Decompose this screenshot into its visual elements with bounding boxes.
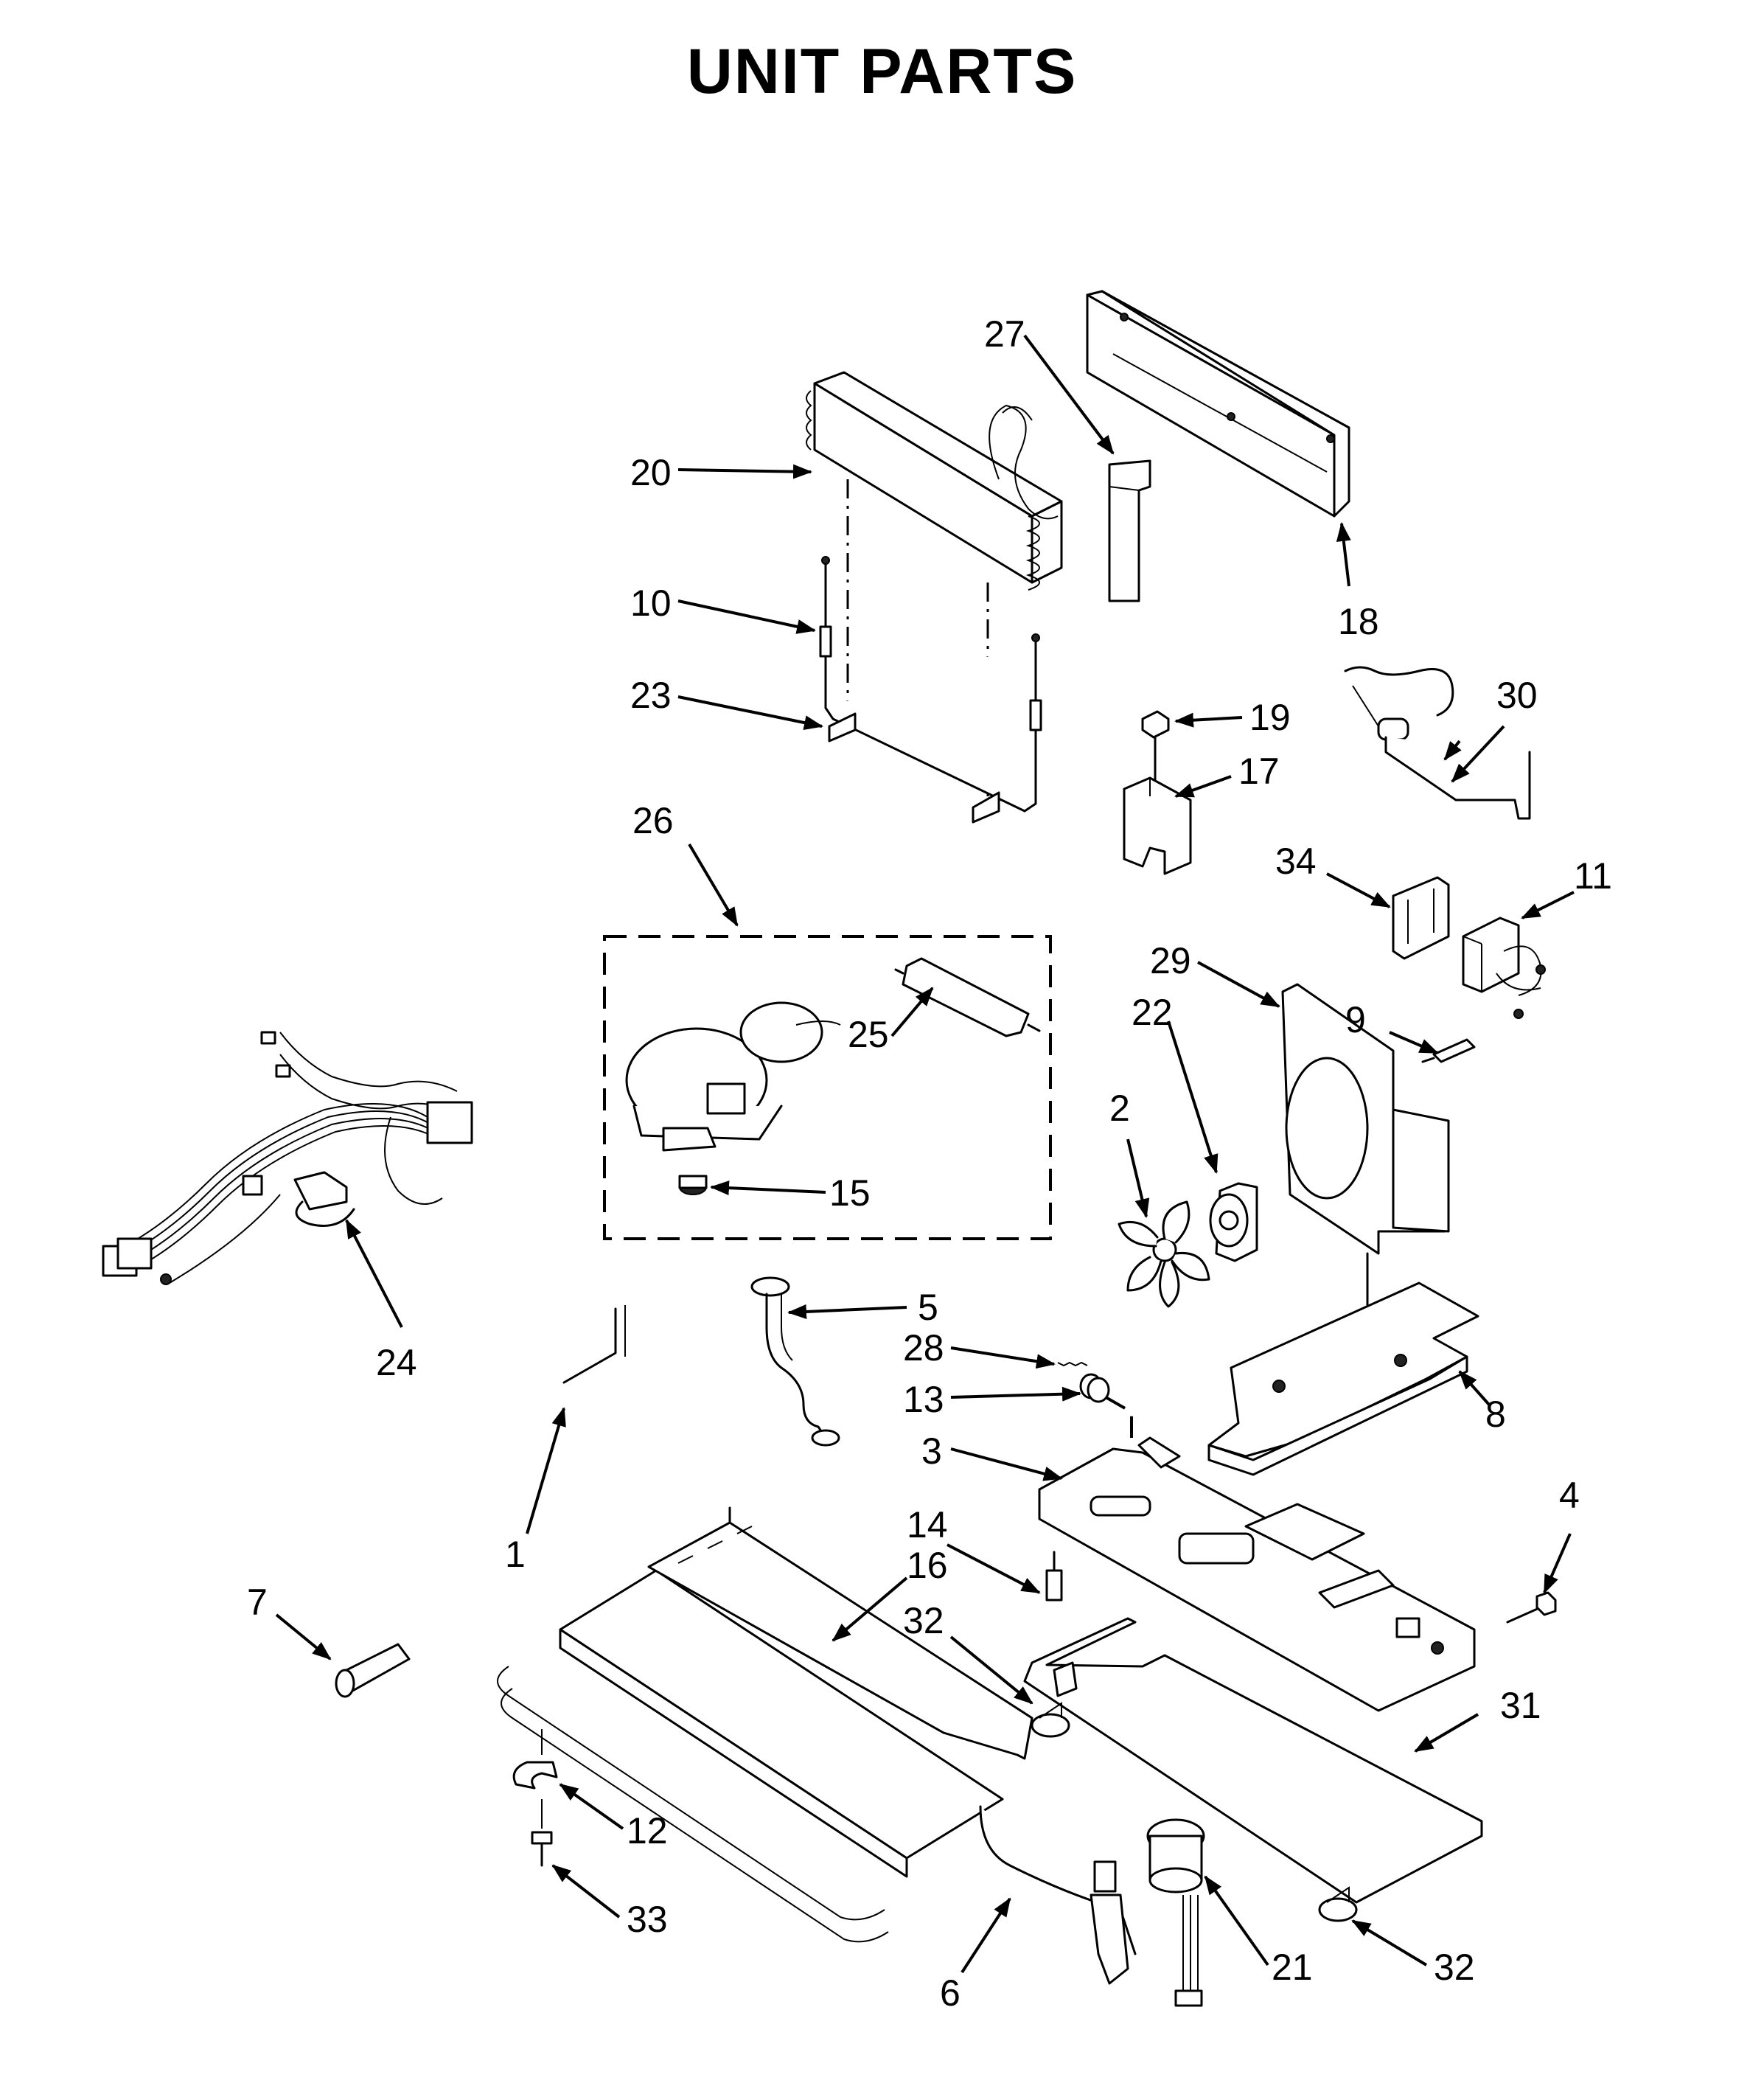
part-2-fan-blade[interactable] bbox=[1118, 1200, 1210, 1308]
part-27-insulation-block[interactable] bbox=[1108, 459, 1151, 602]
callout-26: 26 bbox=[632, 800, 674, 841]
part-25-filter-drier[interactable] bbox=[894, 957, 1041, 1037]
callout-23: 23 bbox=[630, 675, 672, 716]
callout-16: 16 bbox=[907, 1545, 948, 1586]
part-28-spring[interactable] bbox=[1057, 1361, 1088, 1367]
part-14-screw[interactable] bbox=[1045, 1551, 1063, 1602]
callout-12: 12 bbox=[627, 1810, 668, 1851]
callout-11: 11 bbox=[1574, 855, 1612, 897]
part-1-l-tube[interactable] bbox=[562, 1305, 626, 1384]
callout-33: 33 bbox=[627, 1899, 668, 1940]
part-21-pump[interactable] bbox=[1146, 1818, 1205, 2007]
callout-21: 21 bbox=[1272, 1947, 1313, 1988]
part-16-condenser[interactable] bbox=[497, 1506, 1033, 1943]
part-6-sensor[interactable] bbox=[979, 1805, 1137, 1985]
callout-4: 4 bbox=[1559, 1475, 1580, 1516]
callout-5: 5 bbox=[918, 1287, 938, 1328]
callout-1: 1 bbox=[505, 1534, 526, 1575]
part-32-foot[interactable] bbox=[1031, 1702, 1070, 1738]
callout-labels: 27 18 20 10 23 19 17 30 34 11 26 25 15 2… bbox=[247, 313, 1612, 2014]
callout-18: 18 bbox=[1338, 601, 1379, 642]
callout-25: 25 bbox=[848, 1014, 889, 1055]
part-8-drain-pan[interactable] bbox=[1207, 1282, 1479, 1476]
part-22-fan-motor[interactable] bbox=[1209, 1182, 1258, 1262]
callout-27: 27 bbox=[984, 313, 1025, 355]
callout-30: 30 bbox=[1496, 675, 1538, 716]
assembly-line bbox=[1105, 1396, 1133, 1438]
callout-22: 22 bbox=[1132, 992, 1173, 1033]
part-10-defrost-heater[interactable] bbox=[819, 556, 1042, 813]
part-24-wire-harness[interactable] bbox=[102, 1031, 473, 1285]
part-34-bracket[interactable] bbox=[1392, 876, 1450, 960]
callout-3: 3 bbox=[921, 1430, 942, 1472]
part-15-grommet[interactable] bbox=[678, 1175, 708, 1195]
callout-24: 24 bbox=[376, 1342, 417, 1383]
callout-19: 19 bbox=[1249, 697, 1291, 738]
callout-6: 6 bbox=[940, 1972, 961, 2014]
part-11-control-box[interactable] bbox=[1462, 917, 1546, 1019]
callout-10: 10 bbox=[630, 582, 672, 624]
callout-15: 15 bbox=[829, 1172, 871, 1214]
part-29-fan-shroud[interactable] bbox=[1281, 983, 1450, 1255]
part-19-screw[interactable] bbox=[1141, 710, 1170, 783]
callout-32-second: 32 bbox=[1434, 1947, 1475, 1988]
callout-14: 14 bbox=[907, 1504, 948, 1545]
part-9-screw[interactable] bbox=[1421, 1038, 1476, 1063]
part-7-tube[interactable] bbox=[335, 1643, 411, 1698]
part-20-evaporator[interactable] bbox=[806, 371, 1063, 591]
part-4-screw[interactable] bbox=[1506, 1591, 1557, 1624]
callout-13: 13 bbox=[903, 1379, 944, 1420]
callout-8: 8 bbox=[1485, 1394, 1506, 1435]
part-32-foot-2[interactable] bbox=[1318, 1886, 1358, 1922]
callout-17: 17 bbox=[1238, 751, 1280, 792]
callout-28: 28 bbox=[903, 1327, 944, 1369]
callout-29: 29 bbox=[1150, 940, 1191, 981]
part-17-bracket[interactable] bbox=[1123, 776, 1192, 875]
callout-2: 2 bbox=[1109, 1088, 1130, 1129]
part-3-base-plate[interactable] bbox=[1038, 1436, 1476, 1712]
part-23-heater-bracket[interactable] bbox=[828, 712, 1000, 824]
callout-34: 34 bbox=[1275, 841, 1317, 882]
part-5-drain-tube[interactable] bbox=[750, 1276, 840, 1447]
compressor[interactable] bbox=[625, 1001, 841, 1152]
callout-9: 9 bbox=[1345, 999, 1366, 1040]
leader-arrows bbox=[275, 334, 1575, 1974]
callout-20: 20 bbox=[630, 452, 672, 493]
part-31-insulation-strip[interactable] bbox=[1023, 1617, 1483, 1904]
callout-7: 7 bbox=[247, 1582, 268, 1623]
part-18-top-channel[interactable] bbox=[1086, 290, 1350, 518]
callout-32: 32 bbox=[903, 1600, 944, 1641]
part-33-screw[interactable] bbox=[531, 1831, 553, 1867]
part-12-clip[interactable] bbox=[512, 1761, 558, 1790]
part-26-compressor-assembly-box[interactable] bbox=[603, 935, 1052, 1240]
callout-31: 31 bbox=[1500, 1685, 1541, 1726]
page-title: UNIT PARTS bbox=[686, 36, 1078, 107]
part-13-bushing[interactable] bbox=[1079, 1373, 1110, 1403]
